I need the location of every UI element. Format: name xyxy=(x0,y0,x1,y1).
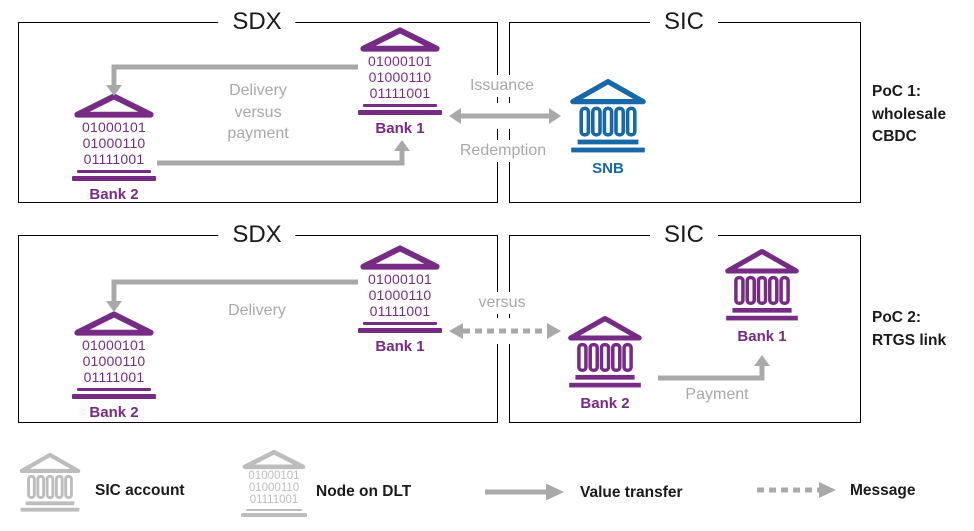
node-bar xyxy=(72,176,156,181)
dlt-node-roof-icon xyxy=(360,245,440,270)
poc1-bank2-label: Bank 2 xyxy=(89,186,139,203)
binary-line: 01000110 xyxy=(248,481,300,494)
binary-line: 01000101 xyxy=(82,337,146,353)
binary-line: 01000101 xyxy=(368,53,432,69)
binary-line: 01000110 xyxy=(368,287,432,303)
node-bar xyxy=(246,509,302,512)
poc2-bank1-label: Bank 1 xyxy=(375,338,425,355)
node-bar xyxy=(77,388,151,391)
bank-building-icon xyxy=(19,452,81,512)
snb-label: SNB xyxy=(592,160,624,177)
dlt-node-roof-icon xyxy=(242,449,306,470)
dlt-node-roof-icon xyxy=(74,311,154,336)
poc2-sic-title: SIC xyxy=(649,220,719,250)
note-line: payment xyxy=(227,125,289,142)
legend-node-on-dlt-icon: 01000101 01000110 01111001 xyxy=(241,449,307,518)
legend-message-arrow xyxy=(757,482,836,498)
bank-building-icon xyxy=(568,315,642,388)
caption-line: PoC 1: xyxy=(872,83,922,100)
poc2-sic-bank1: Bank 1 xyxy=(723,248,801,345)
poc1-caption: PoC 1: wholesale CBDC xyxy=(872,81,946,149)
poc2-bank2-node: 01000101 01000110 01111001 Bank 2 xyxy=(72,311,156,421)
legend-sic-account-icon xyxy=(18,452,82,513)
poc2-sic-bank1-label: Bank 1 xyxy=(737,328,787,345)
dlt-node-roof-icon xyxy=(360,27,440,52)
poc2-sdx-title: SDX xyxy=(218,220,296,250)
binary-line: 01111001 xyxy=(249,493,299,506)
node-binary: 01000101 01000110 01111001 xyxy=(358,271,442,319)
poc1-sic-box xyxy=(509,22,861,203)
node-bar xyxy=(358,110,442,115)
binary-line: 01000101 xyxy=(82,119,146,135)
binary-line: 01000101 xyxy=(368,271,432,287)
binary-line: 01111001 xyxy=(83,369,145,385)
poc1-dvp-note: Delivery versus payment xyxy=(227,80,288,145)
node-bar xyxy=(72,394,156,399)
redemption-label: Redemption xyxy=(453,140,553,162)
binary-line: 01000101 xyxy=(248,470,300,482)
note-line: versus xyxy=(234,103,282,121)
binary-line: 01111001 xyxy=(369,85,431,101)
caption-line: RTGS link xyxy=(872,331,947,349)
payment-label: Payment xyxy=(685,386,749,403)
legend-value-transfer-arrow xyxy=(485,483,564,501)
legend-message-label: Message xyxy=(850,482,916,499)
poc2-caption: PoC 2: RTGS link xyxy=(872,307,946,352)
caption-line: CBDC xyxy=(872,128,917,145)
poc1-bank2-node: 01000101 01000110 01111001 Bank 2 xyxy=(72,93,156,203)
node-bar xyxy=(241,513,307,518)
node-binary: 01000101 01000110 01111001 xyxy=(72,337,156,385)
poc2-sic-bank2-label: Bank 2 xyxy=(580,395,630,412)
binary-line: 01111001 xyxy=(83,151,145,167)
caption-line: wholesale xyxy=(872,105,947,123)
node-bar xyxy=(363,104,437,107)
binary-line: 01111001 xyxy=(369,303,431,319)
node-binary: 01000101 01000110 01111001 xyxy=(72,119,156,167)
poc1-bank1-label: Bank 1 xyxy=(375,120,425,137)
poc1-sic-title: SIC xyxy=(649,7,719,37)
poc2-sic-bank2: Bank 2 xyxy=(566,315,644,412)
poc1-sdx-title: SDX xyxy=(218,7,296,37)
versus-label: versus xyxy=(472,292,532,314)
binary-line: 01000110 xyxy=(368,69,432,85)
node-bar xyxy=(363,322,437,325)
node-bar xyxy=(358,328,442,333)
poc2-bank1-node: 01000101 01000110 01111001 Bank 1 xyxy=(358,245,442,355)
binary-line: 01000110 xyxy=(82,353,146,369)
legend-value-transfer-label: Value transfer xyxy=(580,484,683,501)
bank-building-icon xyxy=(725,248,799,321)
poc2-delivery-note: Delivery xyxy=(228,302,286,319)
caption-line: PoC 2: xyxy=(872,309,922,326)
legend-node-on-dlt-label: Node on DLT xyxy=(316,483,412,500)
issuance-label: Issuance xyxy=(463,75,541,97)
dlt-node-roof-icon xyxy=(74,93,154,118)
note-line: Delivery xyxy=(229,82,287,99)
binary-line: 01000110 xyxy=(82,135,146,151)
legend-sic-account-label: SIC account xyxy=(95,482,185,499)
snb-bank: SNB xyxy=(568,78,648,177)
bank-building-icon xyxy=(570,79,646,153)
node-binary: 01000101 01000110 01111001 xyxy=(358,53,442,101)
poc1-bank1-node: 01000101 01000110 01111001 Bank 1 xyxy=(358,27,442,137)
node-binary: 01000101 01000110 01111001 xyxy=(241,470,307,506)
node-bar xyxy=(77,170,151,173)
poc2-bank2-label: Bank 2 xyxy=(89,404,139,421)
